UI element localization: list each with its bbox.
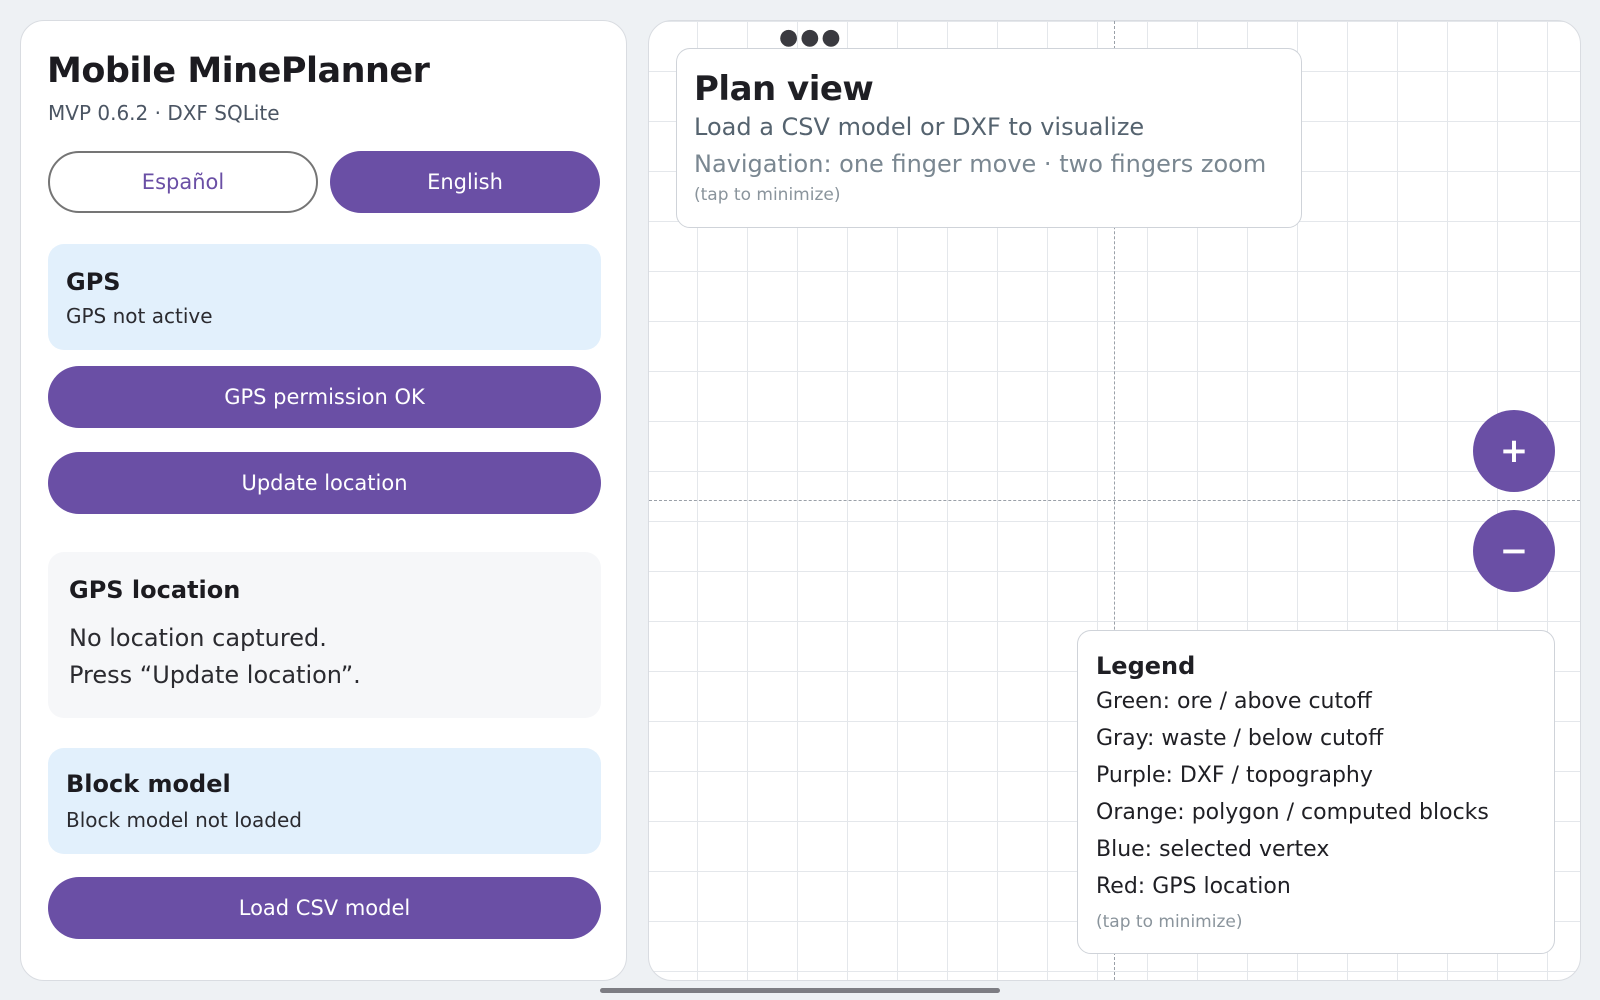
plan-view-minimize-hint: (tap to minimize) [694,185,841,205]
legend-item-purple: Purple: DXF / topography [1096,763,1373,788]
load-csv-model-button[interactable]: Load CSV model [48,877,601,939]
more-dots-icon[interactable]: ●●● [779,25,843,50]
legend-item-orange: Orange: polygon / computed blocks [1096,800,1489,825]
plan-view-info-card[interactable]: Plan view Load a CSV model or DXF to vis… [676,48,1302,228]
legend-item-gray: Gray: waste / below cutoff [1096,726,1384,751]
horizontal-axis-line [649,500,1580,501]
zoom-out-button[interactable]: − [1473,510,1555,592]
legend-item-green: Green: ore / above cutoff [1096,689,1372,714]
app-title: Mobile MinePlanner [47,51,430,91]
legend-item-blue: Blue: selected vertex [1096,837,1330,862]
gps-location-line2: Press “Update location”. [69,661,361,689]
gps-location-title: GPS location [69,576,241,604]
plan-view-navigation-hint: Navigation: one finger move · two finger… [694,150,1267,178]
legend-card[interactable]: Legend Green: ore / above cutoff Gray: w… [1077,630,1555,954]
legend-title: Legend [1096,652,1196,680]
legend-item-red: Red: GPS location [1096,874,1291,899]
gps-card-title: GPS [66,268,121,296]
legend-minimize-hint: (tap to minimize) [1096,912,1243,932]
plan-view-instruction: Load a CSV model or DXF to visualize [694,113,1145,141]
block-model-status: Block model not loaded [66,808,302,832]
language-spanish-button[interactable]: Español [48,151,318,213]
gps-location-line1: No location captured. [69,624,327,652]
plan-view-canvas[interactable]: ●●● Plan view Load a CSV model or DXF to… [648,20,1581,981]
update-location-button[interactable]: Update location [48,452,601,514]
gps-status-card: GPS GPS not active [48,244,601,350]
language-english-button[interactable]: English [330,151,600,213]
zoom-in-button[interactable]: + [1473,410,1555,492]
block-model-title: Block model [66,770,231,798]
home-indicator[interactable] [600,988,1000,993]
plan-view-title: Plan view [694,69,874,109]
app-subtitle: MVP 0.6.2 · DXF SQLite [48,101,280,125]
gps-permission-button[interactable]: GPS permission OK [48,366,601,428]
gps-status-text: GPS not active [66,304,213,328]
block-model-card: Block model Block model not loaded [48,748,601,854]
gps-location-card: GPS location No location captured. Press… [48,552,601,718]
control-panel: Mobile MinePlanner MVP 0.6.2 · DXF SQLit… [20,20,627,981]
